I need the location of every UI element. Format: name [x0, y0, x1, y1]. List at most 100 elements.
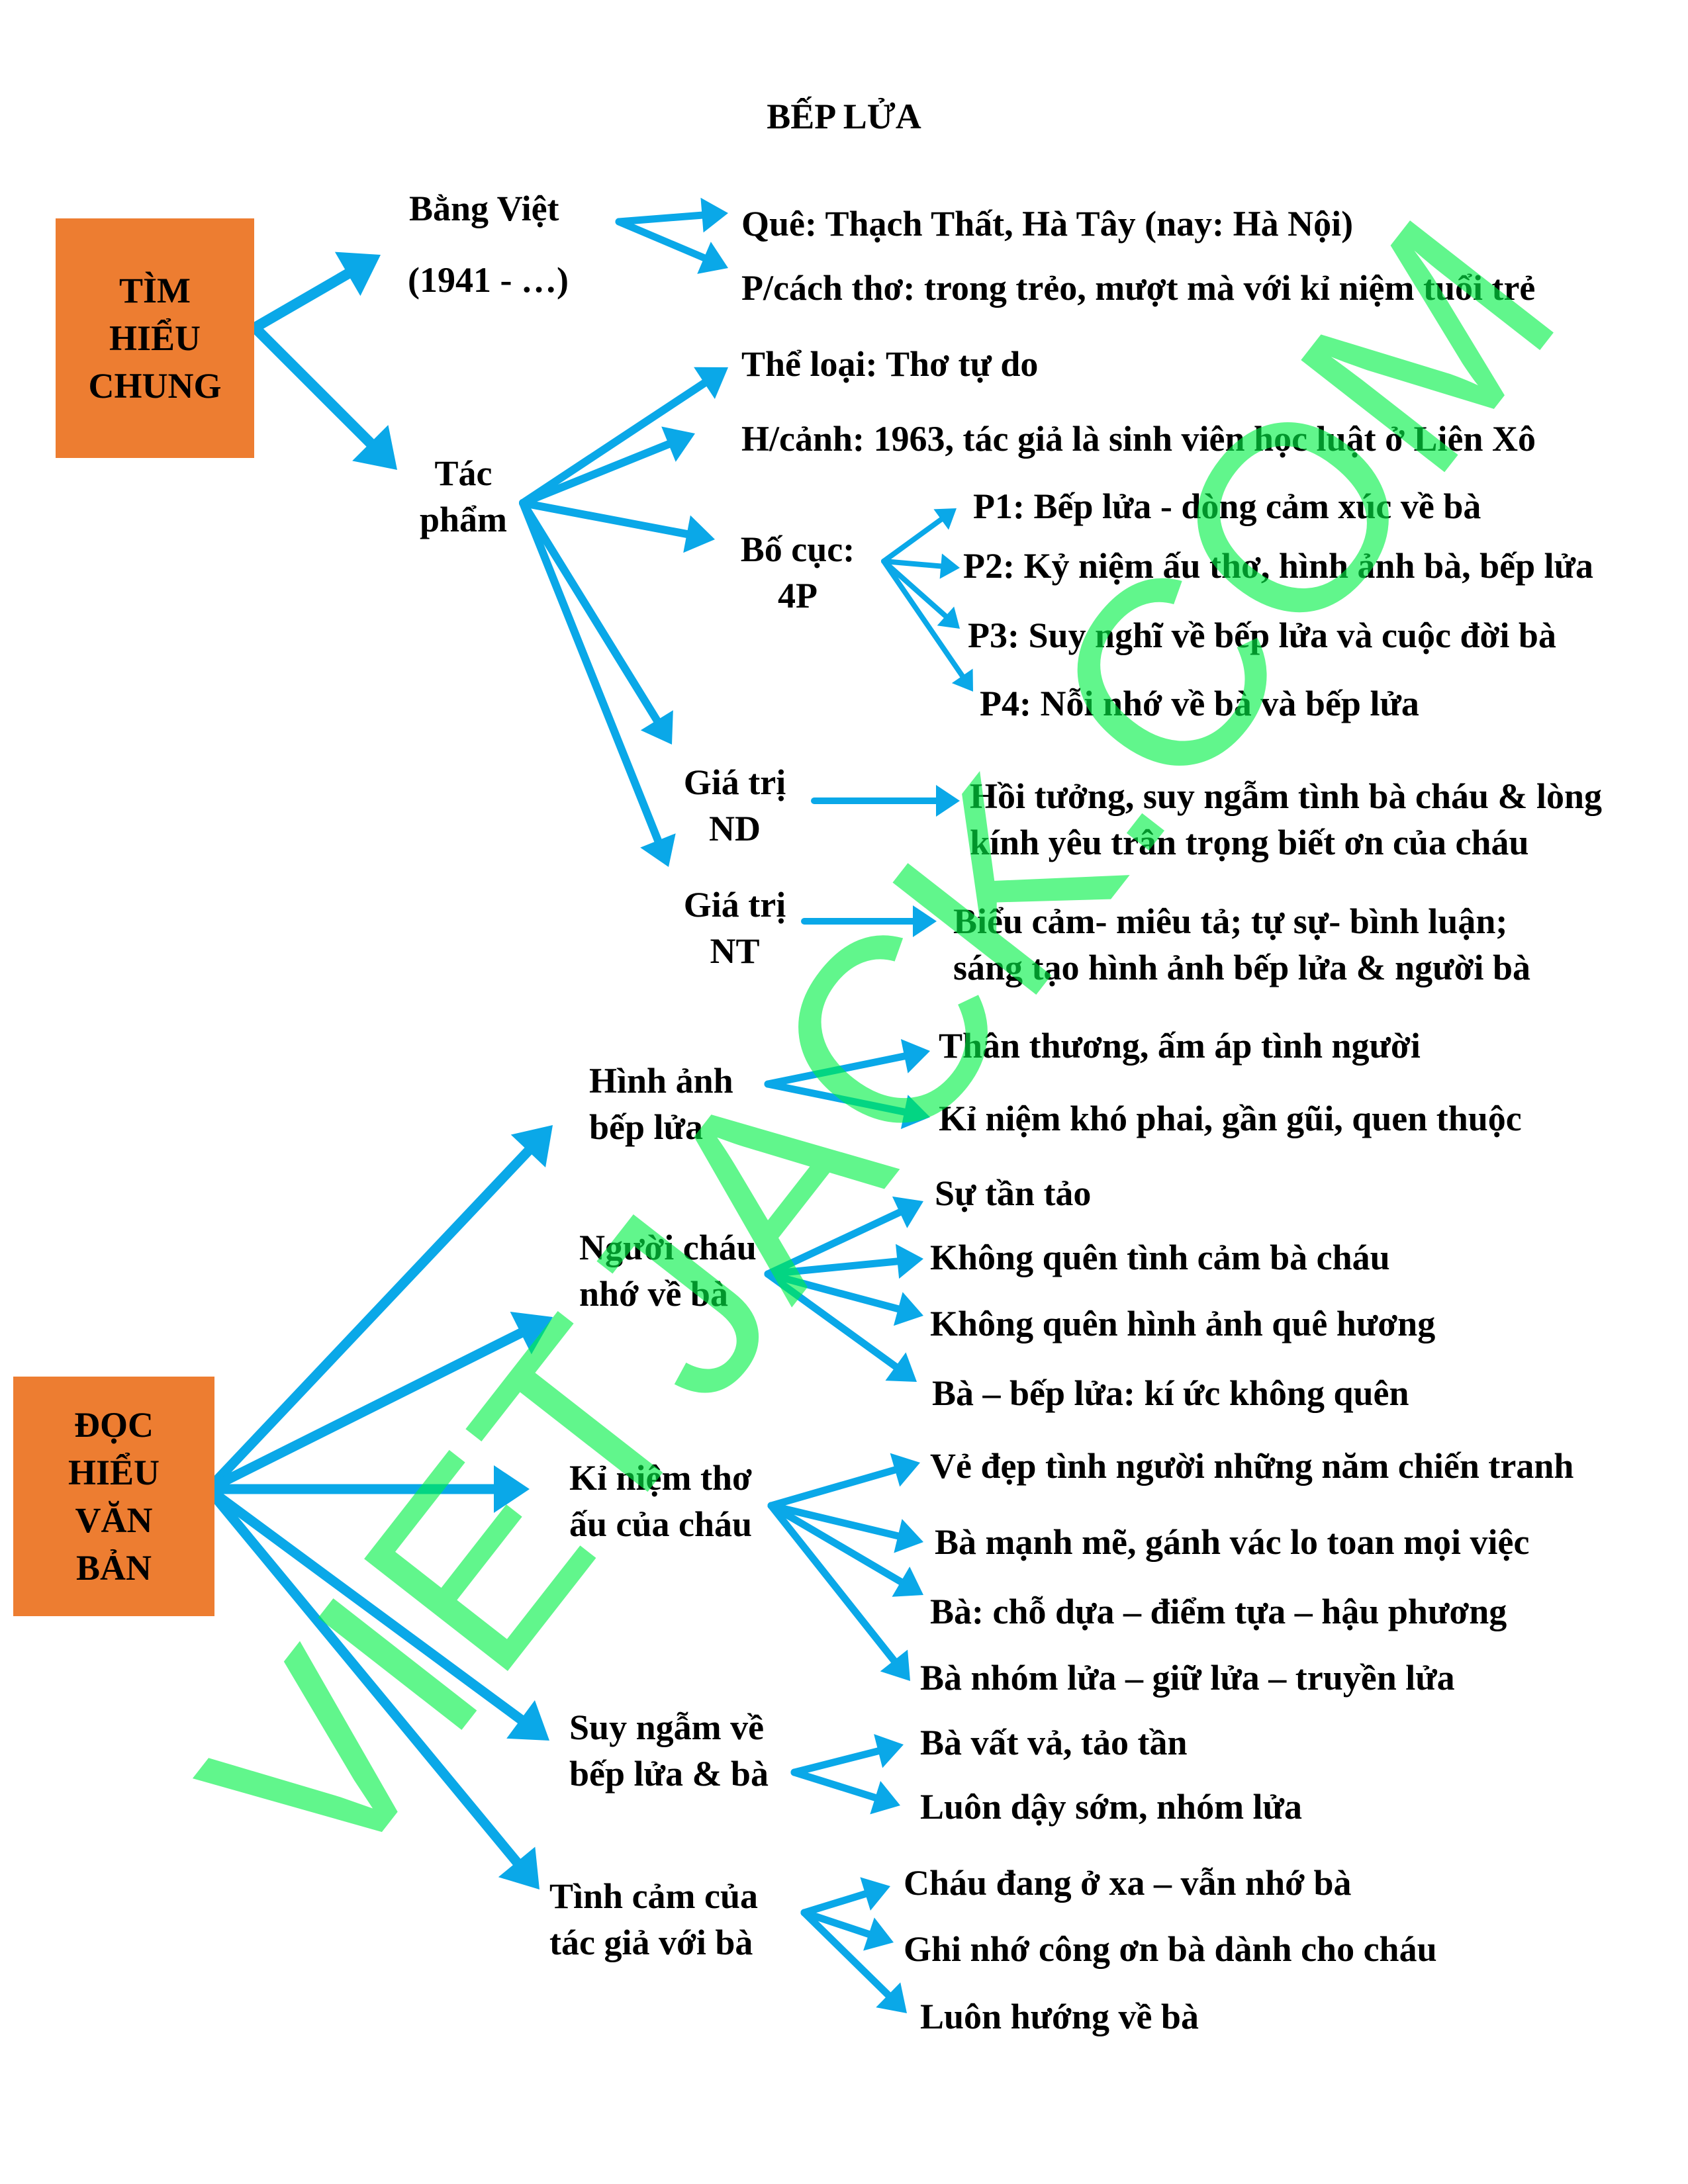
arrow-shaft — [764, 1052, 908, 1088]
group-item: Không quên tình cảm bà cháu — [930, 1238, 1390, 1277]
author-style: P/cách thơ: trong trẻo, mượt mà với kỉ n… — [741, 268, 1536, 308]
label-line: Người cháu — [579, 1228, 757, 1267]
label-line: Tình cảm của — [549, 1876, 759, 1916]
group-item: Thân thương, ấm áp tình người — [939, 1026, 1421, 1066]
box-line: HIỂU — [68, 1453, 160, 1492]
arrow-shaft — [519, 499, 662, 844]
box-tim-hieu-chung: TÌM HIỂU CHUNG — [56, 218, 254, 458]
label-line: bếp lửa — [589, 1107, 703, 1147]
arrow-head — [661, 426, 695, 462]
text-line: Hồi tưởng, suy ngẫm tình bà cháu & lòng — [970, 776, 1603, 816]
arrow-shaft — [881, 559, 944, 569]
label-line: Suy ngẫm về — [569, 1707, 765, 1747]
structure-label: Bố cục: 4P — [722, 526, 874, 619]
page-title: BẾP LỬA — [767, 97, 921, 136]
arrow-head — [894, 1519, 923, 1553]
content-value-label: Giá trị ND — [662, 759, 808, 852]
group-label-hinh-anh-bep-lua: Hình ảnh bếp lửa — [589, 1058, 733, 1150]
group-item: Vẻ đẹp tình người những năm chiến tranh — [930, 1446, 1574, 1486]
arrow-head — [880, 1649, 910, 1681]
group-item: Không quên hình ảnh quê hương — [930, 1304, 1436, 1343]
text-line: sáng tạo hình ảnh bếp lửa & người bà — [953, 948, 1530, 987]
arrow-shaft — [764, 1270, 902, 1313]
arrow-shaft — [881, 559, 949, 619]
author-hometown: Quê: Thạch Thất, Hà Tây (nay: Hà Nội) — [741, 204, 1354, 244]
arrow-head — [892, 1196, 923, 1228]
arrow-head — [860, 1877, 890, 1911]
group-item: Sự tần tảo — [935, 1173, 1092, 1213]
arrow-head — [697, 242, 728, 274]
label-line: ấu của cháu — [569, 1504, 753, 1544]
arrow-shaft — [764, 1208, 904, 1278]
arrow-head — [874, 1734, 904, 1768]
arrow-shaft — [881, 559, 965, 679]
group-item: Ghi nhớ công ơn bà dành cho cháu — [904, 1929, 1437, 1969]
text-line: kính yêu trân trọng biết ơn của cháu — [970, 823, 1529, 862]
label-line: NT — [710, 931, 760, 971]
structure-part-2: P2: Kỷ niệm ấu thơ, hình ảnh bà, bếp lửa — [963, 546, 1594, 586]
arrow-head — [683, 515, 715, 553]
arrow-shaft — [764, 1080, 908, 1116]
arrow-shaft — [764, 1270, 900, 1371]
label-line: nhớ về bà — [579, 1274, 728, 1314]
group-label-nguoi-chau: Người cháu nhớ về bà — [579, 1224, 757, 1317]
group-item: Bà mạnh mẽ, gánh vác lo toan mọi việc — [935, 1522, 1530, 1562]
group-item: Bà vất vả, tảo tần — [920, 1723, 1188, 1762]
arrow-shaft — [767, 1466, 899, 1510]
arrow-shaft — [519, 440, 673, 507]
arrow-shaft — [790, 1768, 879, 1801]
label-line: bếp lửa & bà — [569, 1754, 769, 1794]
work-context: H/cảnh: 1963, tác giả là sinh viên học l… — [741, 419, 1536, 459]
group-label-ki-niem-tho-au: Kỉ niệm thơ ấu của cháu — [569, 1455, 752, 1547]
group-item: Bà – bếp lửa: kí ức không quên — [932, 1373, 1409, 1413]
arrow-shaft — [800, 1909, 872, 1938]
group-item: Bà nhóm lửa – giữ lửa – truyền lửa — [920, 1658, 1455, 1698]
arrow-head — [893, 1292, 923, 1326]
structure-part-1: P1: Bếp lửa - dòng cảm xúc về bà — [973, 486, 1481, 526]
label-line: Hình ảnh — [589, 1061, 733, 1101]
arrow-shaft — [615, 211, 706, 226]
art-value-label: Giá trị NT — [662, 882, 808, 974]
arrow-head — [900, 1095, 930, 1129]
arrow-head — [913, 905, 937, 937]
label-line: Bố cục: — [740, 529, 855, 569]
arrow-head — [640, 710, 673, 745]
label-line: 4P — [778, 576, 818, 615]
label-line: Giá trị — [683, 762, 786, 802]
box-line: HIỂU — [109, 318, 201, 358]
arrow-shaft — [881, 516, 944, 564]
box-line: VĂN — [75, 1500, 153, 1540]
arrow-shaft — [203, 1484, 522, 1867]
box-line: TÌM — [119, 271, 191, 310]
arrow-head — [352, 425, 397, 470]
arrow-shaft — [250, 268, 353, 333]
box-line: CHUNG — [88, 366, 222, 406]
group-label-suy-ngam: Suy ngẫm về bếp lửa & bà — [569, 1704, 769, 1797]
arrow-shaft — [800, 1890, 869, 1917]
arrow-head — [951, 668, 973, 692]
group-item: Cháu đang ở xa – vẫn nhớ bà — [904, 1863, 1352, 1903]
art-value-text: Biểu cảm- miêu tả; tự sự- bình luận; sán… — [953, 898, 1530, 991]
arrow-head — [933, 508, 957, 530]
structure-part-4: P4: Nỗi nhớ về bà và bếp lửa — [980, 684, 1419, 723]
arrow-head — [334, 251, 381, 296]
label-line: Giá trị — [683, 885, 786, 925]
arrow-shaft — [203, 1484, 526, 1725]
arrow-shaft — [519, 499, 691, 538]
box-doc-hieu-van-ban: ĐỌC HIỂU VĂN BẢN — [13, 1377, 214, 1616]
arrow-shaft — [615, 218, 708, 262]
arrow-head — [510, 1125, 553, 1167]
arrow-head — [900, 1039, 930, 1073]
group-label-tinh-cam: Tình cảm của tác giả với bà — [549, 1873, 758, 1966]
arrow-head — [939, 553, 960, 579]
arrow-shaft — [800, 1909, 892, 1999]
label-line: tác giả với bà — [549, 1923, 753, 1962]
box-line: ĐỌC — [73, 1405, 154, 1445]
arrow-head — [896, 1244, 923, 1279]
box-line: BẢN — [75, 1548, 152, 1588]
arrow-shaft — [790, 1747, 882, 1776]
arrow-head — [890, 1453, 920, 1487]
group-item: Kỉ niệm khó phai, gần gũi, quen thuộc — [939, 1099, 1522, 1138]
arrow-head — [937, 606, 960, 629]
